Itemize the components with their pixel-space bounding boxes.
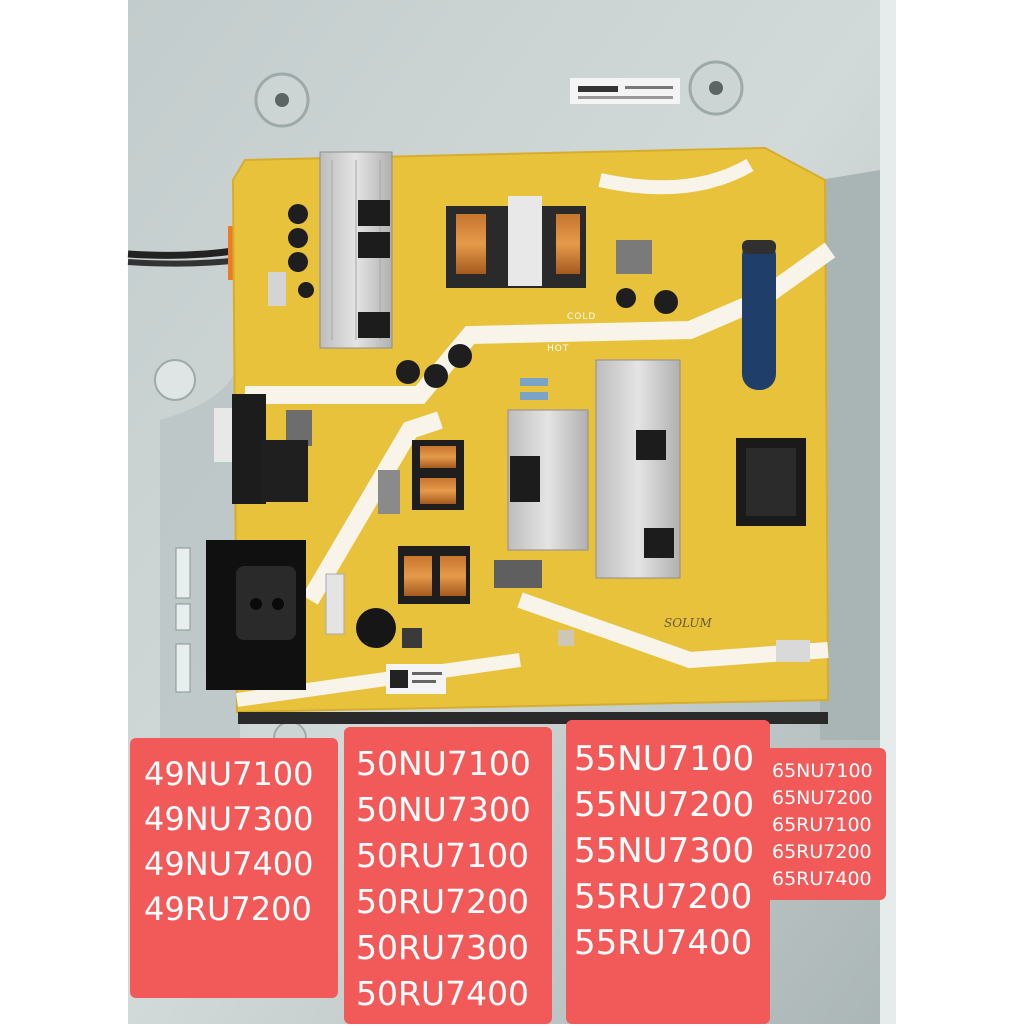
model-label: 50RU7100	[356, 836, 530, 875]
model-label: 50RU7200	[356, 882, 530, 921]
model-group-49: 49NU7100 49NU7300 49NU7400 49RU7200	[130, 738, 338, 998]
model-label: 65NU7200	[772, 787, 873, 809]
model-label: 55NU7200	[574, 785, 755, 825]
hot-zone-label: HOT	[547, 344, 570, 354]
model-label: 49NU7300	[144, 800, 314, 838]
model-label: 50NU7300	[356, 790, 531, 829]
model-label: 55NU7300	[574, 831, 755, 871]
model-label: 55RU7400	[574, 923, 753, 963]
model-label: 65RU7400	[772, 868, 872, 890]
model-group-65: 65NU7100 65NU7200 65RU7100 65RU7200 65RU…	[766, 748, 886, 900]
model-group-55: 55NU7100 55NU7200 55NU7300 55RU7200 55RU…	[566, 720, 770, 1024]
side-connector	[232, 394, 266, 504]
board-brand-mark: SOLUM	[664, 616, 712, 630]
model-label: 50RU7300	[356, 928, 530, 967]
model-label: 55NU7100	[574, 739, 755, 779]
model-group-50: 50NU7100 50NU7300 50RU7100 50RU7200 50RU…	[344, 727, 552, 1024]
model-label: 49NU7100	[144, 755, 314, 793]
model-label: 65RU7100	[772, 814, 872, 836]
model-label: 49RU7200	[144, 890, 312, 928]
model-label: 50RU7400	[356, 974, 530, 1013]
cold-zone-label: COLD	[567, 312, 597, 322]
model-label: 49NU7400	[144, 845, 314, 883]
model-label: 50NU7100	[356, 744, 531, 783]
model-label: 65RU7200	[772, 841, 872, 863]
model-label: 55RU7200	[574, 877, 753, 917]
bulk-capacitor	[742, 240, 776, 390]
model-label: 65NU7100	[772, 760, 873, 782]
